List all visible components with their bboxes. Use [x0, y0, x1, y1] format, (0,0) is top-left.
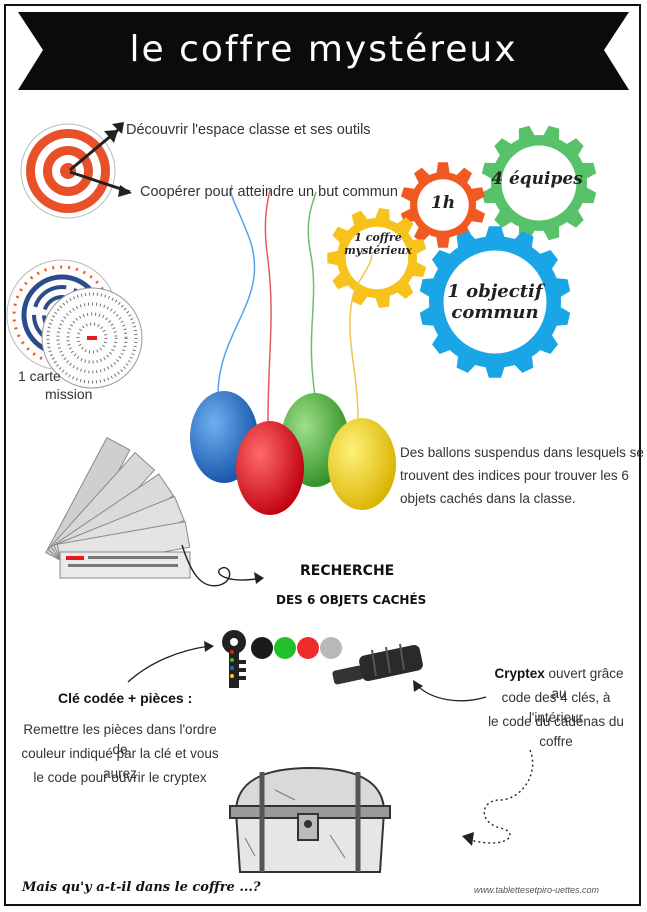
cryptex-word: Cryptex [494, 666, 545, 681]
search-heading-1: RECHERCHE [300, 563, 395, 579]
search-heading-2: DES 6 OBJETS CACHÉS [276, 593, 427, 607]
cryptex-text-2: code des 4 clés, à l'intérieur [501, 690, 611, 726]
key-heading: Clé codée + pièces : [58, 690, 193, 706]
gear-label-teams: 4 équipes [491, 169, 583, 189]
balloons [190, 391, 396, 515]
goal-discover: Découvrir l'espace classe et ses outils [126, 122, 371, 138]
gear-label-objective: 1 objectif commun [447, 281, 543, 323]
coded-key-icon [222, 630, 246, 688]
page-border [4, 4, 641, 906]
gears-group [327, 125, 597, 378]
treasure-chest [229, 766, 391, 873]
balloon-text-2: trouvent des indices pour trouver les 6 [400, 468, 629, 483]
gear-chest [327, 208, 427, 308]
goal-cooperate: Coopérer pour atteindre un but commun [140, 184, 398, 200]
arrow-to-cryptex [413, 680, 487, 702]
page-title: le coffre mystéreux [129, 29, 518, 70]
clue-cards-fan [45, 437, 191, 579]
gear-objective [419, 226, 571, 378]
curly-arrow-cards [181, 544, 264, 587]
gear-teams [481, 125, 597, 241]
cryptex-text-1-rest: ouvert grâce au [544, 666, 624, 702]
balloon-text-1: Des ballons suspendus dans lesquels se [400, 445, 644, 460]
balloon-strings [217, 184, 373, 423]
arrow-head-chest [462, 832, 474, 846]
gear-label-duration: 1h [430, 193, 456, 213]
key-text-3: le code pour ouvrir le cryptex [33, 770, 207, 785]
key-text-1: Remettre les pièces dans l'ordre de [23, 722, 217, 758]
gear-label-chest: 1 coffre mystérieux [344, 231, 412, 257]
mission-line2: mission [45, 386, 93, 402]
mission-card-icon [6, 259, 143, 389]
key-text-2: couleur indiqué par la clé et vous aurez [21, 746, 219, 782]
mission-line1: 1 carte [18, 368, 61, 384]
dotted-arrow-to-chest [469, 749, 534, 844]
target-icon [20, 122, 132, 219]
balloon-text-3: objets cachés dans la classe. [400, 491, 576, 506]
footer-question: Mais qu'y a-t-il dans le coffre ...? [22, 880, 261, 895]
cryptex-text-3: le code du cadenas du coffre [488, 714, 624, 750]
gear-duration [400, 162, 486, 248]
red-balloon [236, 421, 304, 515]
coins [251, 637, 342, 659]
cryptex-icon [332, 643, 423, 685]
arrow-to-key [127, 641, 214, 683]
yellow-balloon [328, 418, 396, 510]
title-banner [18, 12, 629, 90]
footer-site: www.tablettesetpiro-uettes.com [474, 885, 600, 895]
cryptex-text-1: Cryptex ouvert grâce au [486, 664, 632, 705]
